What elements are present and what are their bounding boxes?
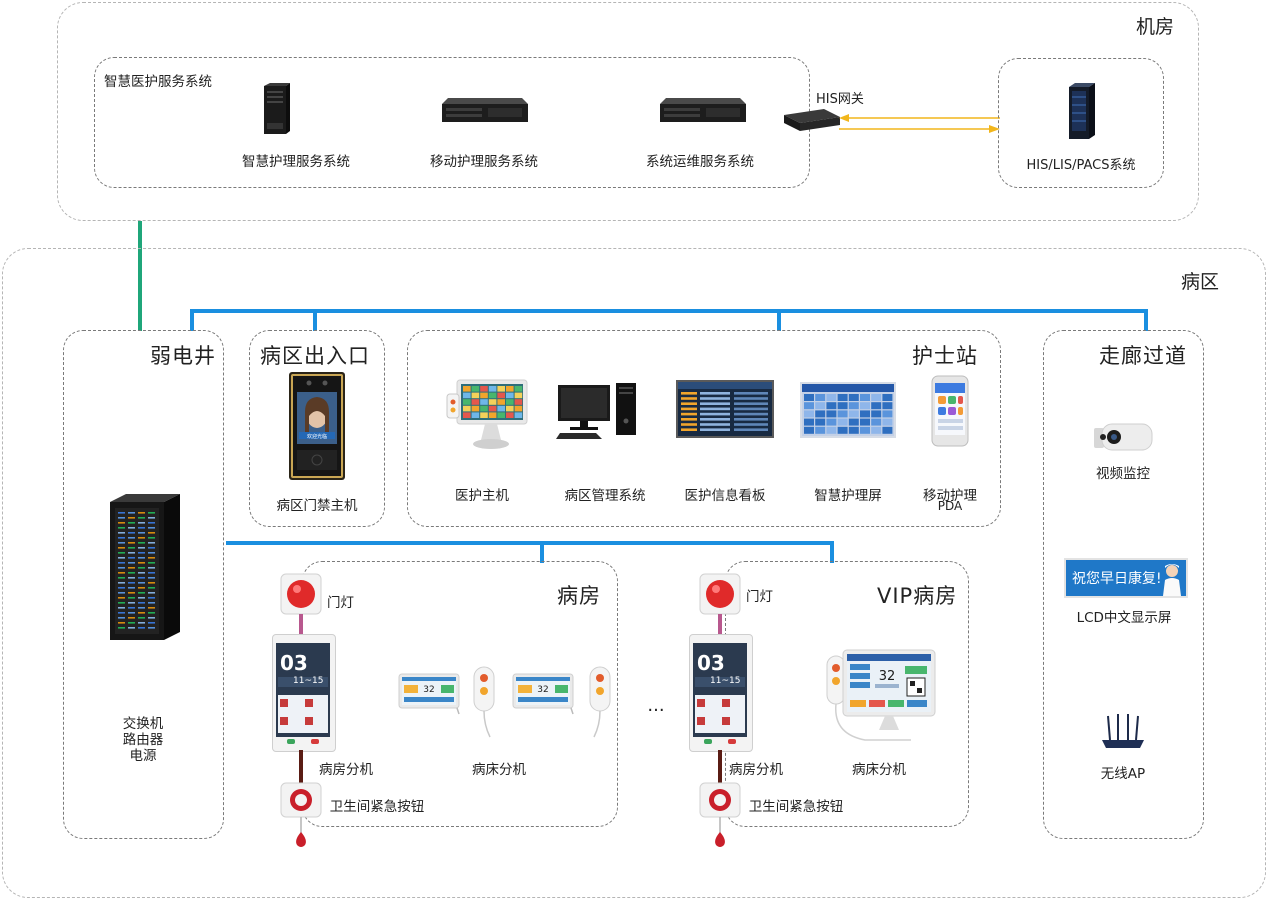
- network-backbone-rooms: [226, 541, 834, 545]
- network-backbone-top: [190, 309, 1148, 313]
- bed-unit-screen-icon: 32: [398, 673, 460, 715]
- bed-unit-label: 病床分机: [472, 762, 526, 778]
- room-unit-cable: [299, 750, 303, 784]
- machine-room-title: 机房: [1136, 16, 1175, 38]
- data-exchange-arrows: [839, 114, 1000, 133]
- room-unit-device: 03 11~15: [272, 634, 336, 752]
- nurse-device-label-care-screen: 智慧护理屏: [814, 488, 882, 504]
- entrance-device-label: 病区门禁主机: [276, 498, 358, 514]
- ward-area-zone: [2, 248, 1266, 898]
- rack-server-icon-2: [660, 98, 746, 122]
- his-system-label: HIS/LIS/PACS系统: [1026, 158, 1136, 173]
- door-light-link: [299, 614, 303, 636]
- lcd-display-text: 祝您早日康复!: [1072, 571, 1162, 587]
- vip-room-unit-cable: [718, 750, 722, 784]
- info-board-icon: [676, 380, 774, 438]
- weak-well-box: [63, 330, 224, 839]
- care-screen-icon: [800, 382, 896, 438]
- tower-server-icon: [264, 83, 290, 134]
- emergency-button-label: 卫生间紧急按钮: [329, 799, 425, 815]
- pda-icon: [931, 375, 969, 447]
- bed-range: 11~15: [293, 676, 324, 686]
- link-entrance: [313, 309, 317, 331]
- vip-emergency-button-label: 卫生间紧急按钮: [748, 799, 844, 815]
- nurse-station-title: 护士站: [912, 344, 978, 368]
- ward-area-title: 病区: [1181, 271, 1220, 293]
- more-rooms-ellipsis: ···: [647, 700, 665, 721]
- entrance-box: [249, 330, 385, 527]
- door-light-icon: [280, 573, 322, 615]
- vip-door-light-label: 门灯: [746, 589, 773, 605]
- uplink-line: [138, 221, 142, 331]
- lcd-display-icon: 祝您早日康复!: [1064, 558, 1188, 598]
- bed-temp-2: 32: [537, 685, 548, 695]
- link-weak-well: [190, 309, 194, 331]
- corridor-label-ap: 无线AP: [1100, 766, 1146, 782]
- camera-icon: [1094, 423, 1153, 451]
- wifi-router-icon: [1102, 714, 1144, 748]
- nurse-device-label-info-board: 医护信息看板: [684, 488, 766, 504]
- gateway-box-icon: [784, 109, 840, 131]
- vip-room-number: 03: [697, 651, 725, 675]
- network-cabinet-icon: [110, 494, 180, 640]
- desktop-pc-icon: [556, 383, 636, 439]
- bed-temp-1: 32: [423, 685, 434, 695]
- nurse-station-box: [407, 330, 1001, 527]
- weak-well-label-router: 路由器: [122, 732, 164, 748]
- entrance-title: 病区出入口: [260, 344, 370, 368]
- server-label-mobile-care: 移动护理服务系统: [430, 154, 538, 170]
- room-unit-label: 病房分机: [319, 762, 373, 778]
- link-ward-room: [540, 541, 544, 563]
- corridor-box: [1043, 330, 1204, 839]
- weak-well-title: 弱电井: [150, 344, 216, 368]
- weak-well-label-power: 电源: [129, 748, 157, 764]
- nurse-device-label-ward-mgmt: 病区管理系统: [564, 488, 646, 504]
- server-label-ops: 系统运维服务系统: [646, 154, 754, 170]
- room-number: 03: [280, 651, 308, 675]
- cabinet-server-icon: [1069, 83, 1095, 139]
- corridor-label-lcd: LCD中文显示屏: [1076, 610, 1172, 626]
- weak-well-label-switch: 交换机: [122, 716, 164, 732]
- corridor-title: 走廊过道: [1099, 344, 1187, 368]
- bed-unit-screen-icon-2: 32: [512, 673, 574, 715]
- vip-bed-unit-label: 病床分机: [852, 762, 906, 778]
- nurse-device-label-pda-2: PDA: [937, 499, 963, 513]
- corridor-label-camera: 视频监控: [1096, 466, 1150, 482]
- server-label-smart-care: 智慧护理服务系统: [242, 154, 350, 170]
- medical-terminal-icon: [446, 379, 528, 449]
- nurse-figure-icon: [1163, 564, 1181, 596]
- door-light-label: 门灯: [327, 595, 354, 611]
- his-system-box: [998, 58, 1164, 188]
- nurse-device-label-host: 医护主机: [455, 488, 509, 504]
- rack-server-icon: [442, 98, 528, 122]
- link-nurse-station: [777, 309, 781, 331]
- bed-remote-icon: [473, 666, 495, 738]
- vip-emergency-button-icon: [699, 782, 741, 847]
- bed-remote-icon-2: [589, 666, 611, 738]
- server-group-title: 智慧医护服务系统: [104, 74, 212, 90]
- emergency-button-icon: [280, 782, 322, 847]
- nurse-device-label-pda: 移动护理: [923, 488, 977, 504]
- door-light-icon-vip: [699, 573, 741, 615]
- vip-bed-unit-icon: 32: [826, 649, 936, 741]
- vip-room-title: VIP病房: [877, 584, 958, 608]
- his-gateway-label: HIS网关: [816, 92, 864, 107]
- vip-bed-range: 11~15: [710, 676, 741, 686]
- link-corridor: [1144, 309, 1148, 331]
- vip-room-unit-device: 03 11~15: [689, 634, 753, 752]
- vip-door-light-link: [718, 614, 722, 636]
- vip-room-unit-label: 病房分机: [729, 762, 783, 778]
- ward-room-title: 病房: [557, 584, 601, 608]
- access-control-host-icon: 欢迎光临: [289, 372, 345, 480]
- machine-room-zone: [57, 2, 1199, 221]
- link-vip-room: [830, 541, 834, 563]
- vip-bed-temp: 32: [879, 669, 896, 684]
- access-screen-text: 欢迎光临: [307, 433, 327, 440]
